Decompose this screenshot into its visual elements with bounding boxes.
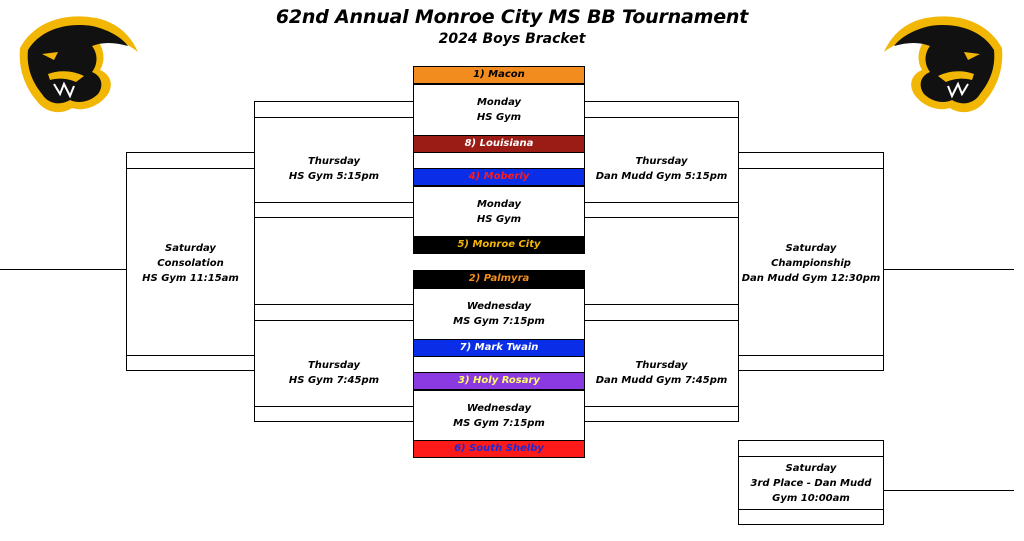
- third-place-line: [884, 490, 1014, 491]
- championship-divider: [738, 168, 884, 169]
- semi-right-bottom-divider: [584, 320, 739, 321]
- gap-slot-top: [413, 152, 585, 169]
- semi-left-bottom-divider: [254, 406, 414, 407]
- semi-right-top-divider: [584, 202, 739, 203]
- semi-right-top-divider: [584, 117, 739, 118]
- championship-line: [884, 269, 1014, 270]
- panther-logo-left: [14, 8, 142, 118]
- third-place-divider: [738, 509, 884, 510]
- team-seed-2: 2) Palmyra: [413, 270, 585, 288]
- team-seed-5: 5) Monroe City: [413, 236, 585, 254]
- consolation-slot: [126, 152, 255, 371]
- consolation-divider: [126, 355, 255, 356]
- third-place-slot: [738, 440, 884, 525]
- consolation-line: [0, 269, 126, 270]
- team-seed-7: 7) Mark Twain: [413, 339, 585, 357]
- team-seed-1: 1) Macon: [413, 66, 585, 84]
- page-subtitle: 2024 Boys Bracket: [438, 31, 586, 47]
- panther-logo-right: [880, 8, 1008, 118]
- team-seed-3: 3) Holy Rosary: [413, 372, 585, 390]
- team-seed-6: 6) South Shelby: [413, 440, 585, 458]
- championship-slot: [738, 152, 884, 371]
- team-seed-4: 4) Moberly: [413, 168, 585, 186]
- consolation-divider: [126, 168, 255, 169]
- third-place-divider: [738, 456, 884, 457]
- page-title: 62nd Annual Monroe City MS BB Tournament: [275, 6, 749, 28]
- gap-slot-bottom: [413, 356, 585, 373]
- semi-left-bottom-divider: [254, 320, 414, 321]
- first-round-game-1: [413, 84, 585, 136]
- semi-left-top-divider: [254, 202, 414, 203]
- semi-right-bottom-divider: [584, 406, 739, 407]
- team-seed-8: 8) Louisiana: [413, 135, 585, 153]
- championship-divider: [738, 355, 884, 356]
- semi-left-top-divider: [254, 117, 414, 118]
